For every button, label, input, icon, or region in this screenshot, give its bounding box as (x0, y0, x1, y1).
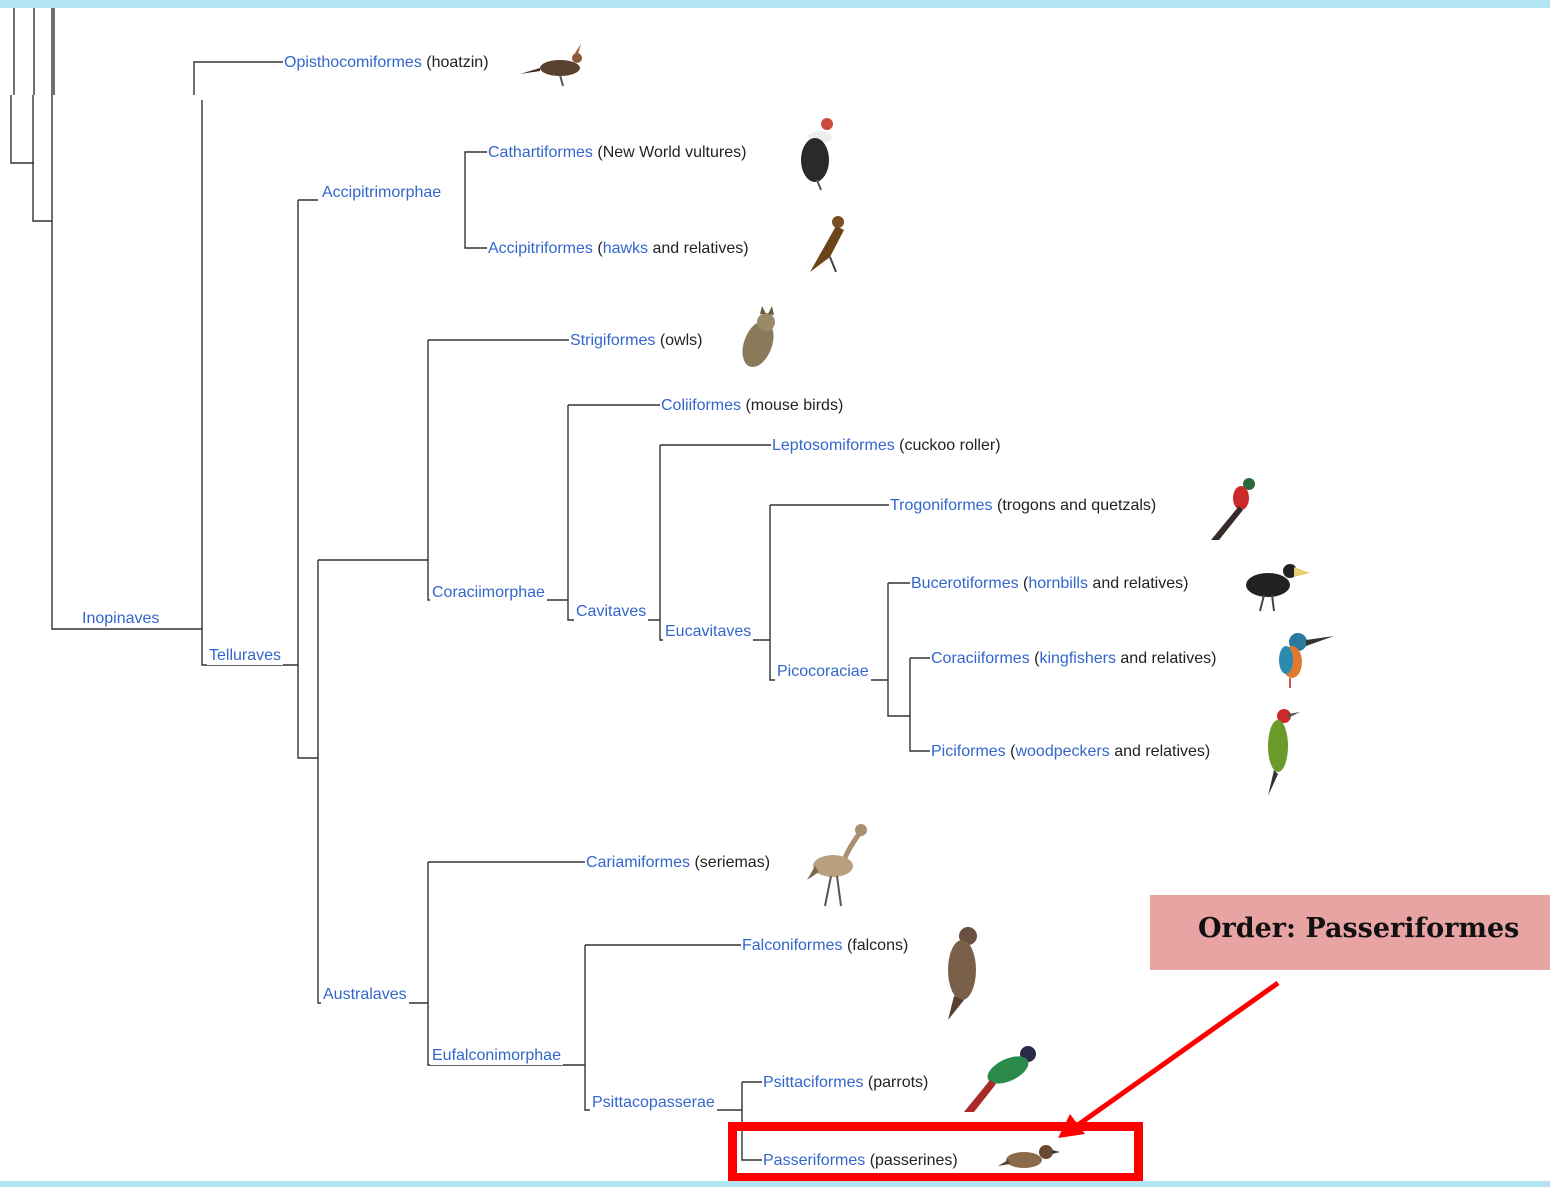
common-name: (hoatzin) (426, 54, 489, 71)
clade-inopinaves[interactable]: Inopinaves (80, 610, 162, 628)
passeriformes-highlight-box (728, 1122, 1143, 1182)
order-cathartiformes: Cathartiformes (New World vultures) (487, 144, 749, 162)
hornbill-icon (1246, 564, 1310, 612)
bottom-border (0, 1181, 1550, 1187)
order-link[interactable]: Coliiformes (661, 397, 742, 414)
order-strigiformes: Strigiformes (owls) (569, 332, 705, 350)
vulture-icon (801, 118, 833, 191)
common-name-prefix: ( (597, 240, 603, 257)
hawk-icon (810, 216, 844, 273)
clade-coraciimorphae[interactable]: Coraciimorphae (430, 584, 547, 602)
kingfisher-icon (1279, 633, 1334, 688)
order-accipitriformes: Accipitriformes (hawks and relatives) (487, 240, 751, 258)
common-name-suffix: and relatives) (1109, 743, 1211, 760)
order-link[interactable]: Cariamiformes (586, 854, 691, 871)
order-leptosomiformes: Leptosomiformes (cuckoo roller) (771, 437, 1003, 455)
order-link[interactable]: Coraciiformes (931, 650, 1030, 667)
clade-cavitaves[interactable]: Cavitaves (574, 603, 649, 621)
order-link[interactable]: Strigiformes (570, 332, 656, 349)
annotation-label: Order: Passeriformes (1198, 913, 1520, 944)
common-name-suffix: and relatives) (648, 240, 749, 257)
order-opisthocomiformes: Opisthocomiformes (hoatzin) (283, 54, 491, 72)
order-link[interactable]: Psittaciformes (763, 1074, 864, 1091)
hoatzin-icon (520, 44, 582, 87)
common-name-link[interactable]: kingfishers (1039, 650, 1116, 667)
common-name-suffix: and relatives) (1115, 650, 1217, 667)
order-link[interactable]: Cathartiformes (488, 144, 593, 161)
owl-icon (742, 306, 775, 368)
order-piciformes: Piciformes (woodpeckers and relatives) (930, 743, 1213, 761)
clade-accipitrimorphae[interactable]: Accipitrimorphae (320, 184, 444, 202)
order-psittaciformes: Psittaciformes (parrots) (762, 1074, 931, 1092)
common-name: (trogons and quetzals) (997, 497, 1157, 514)
common-name: (New World vultures) (597, 144, 747, 161)
clade-eufalconimorphae[interactable]: Eufalconimorphae (430, 1047, 563, 1065)
order-link[interactable]: Leptosomiformes (772, 437, 895, 454)
common-name-prefix: ( (1023, 575, 1029, 592)
order-link[interactable]: Falconiformes (742, 937, 843, 954)
order-link[interactable]: Passeriformes (763, 1152, 866, 1169)
order-link[interactable]: Piciformes (931, 743, 1006, 760)
order-passeriformes: Passeriformes (passerines) (762, 1152, 960, 1170)
order-coraciiformes: Coraciiformes (kingfishers and relatives… (930, 650, 1219, 668)
seriema-icon (807, 824, 867, 907)
top-border (0, 0, 1550, 8)
common-name-link[interactable]: woodpeckers (1015, 743, 1110, 760)
clade-telluraves[interactable]: Telluraves (207, 647, 284, 665)
trogon-icon (1211, 478, 1255, 540)
order-falconiformes: Falconiformes (falcons) (741, 937, 911, 955)
common-name-link[interactable]: hawks (602, 240, 649, 257)
clade-psittacopasserae[interactable]: Psittacopasserae (590, 1094, 717, 1112)
order-cariamiformes: Cariamiformes (seriemas) (585, 854, 773, 872)
common-name-link[interactable]: hornbills (1028, 575, 1088, 592)
annotation-label-box: Order: Passeriformes (1150, 895, 1550, 970)
order-coliiformes: Coliiformes (mouse birds) (660, 397, 846, 415)
common-name-suffix: and relatives) (1087, 575, 1189, 592)
order-bucerotiformes: Bucerotiformes (hornbills and relatives) (910, 575, 1191, 593)
common-name-prefix: ( (1034, 650, 1040, 667)
woodpecker-icon (1268, 709, 1300, 796)
order-link[interactable]: Accipitriformes (488, 240, 593, 257)
common-name: (seriemas) (694, 854, 771, 871)
clade-eucavitaves[interactable]: Eucavitaves (663, 623, 754, 641)
order-link[interactable]: Opisthocomiformes (284, 54, 422, 71)
common-name: (mouse birds) (745, 397, 844, 414)
common-name: (parrots) (867, 1074, 929, 1091)
sparrow-icon (998, 1145, 1060, 1168)
clade-picocoraciae[interactable]: Picocoraciae (775, 663, 871, 681)
parrot-icon (964, 1046, 1036, 1112)
common-name: (owls) (659, 332, 703, 349)
falcon-icon (948, 927, 977, 1020)
order-link[interactable]: Bucerotiformes (911, 575, 1019, 592)
common-name: (cuckoo roller) (899, 437, 1001, 454)
order-trogoniformes: Trogoniformes (trogons and quetzals) (889, 497, 1159, 515)
clade-australaves[interactable]: Australaves (321, 986, 409, 1004)
common-name: (falcons) (846, 937, 909, 954)
common-name-prefix: ( (1010, 743, 1016, 760)
order-link[interactable]: Trogoniformes (890, 497, 993, 514)
common-name: (passerines) (869, 1152, 958, 1169)
